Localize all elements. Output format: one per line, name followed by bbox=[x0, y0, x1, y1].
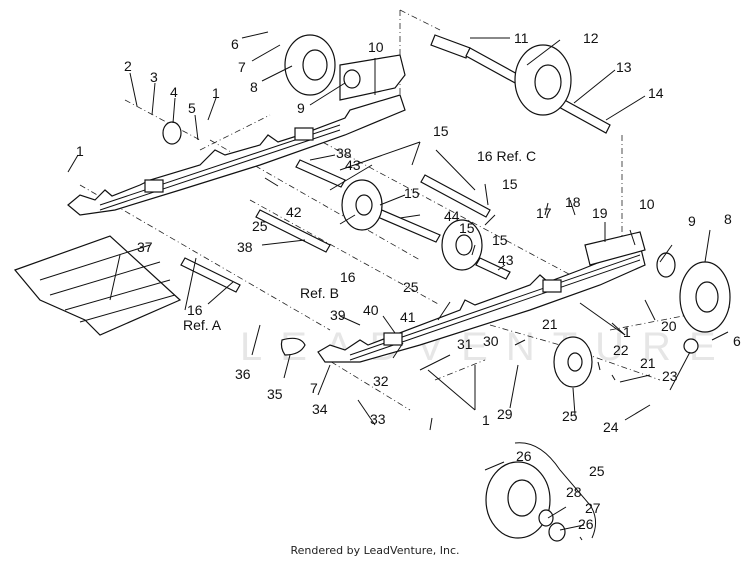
lead-16c bbox=[435, 149, 476, 191]
callout-32: 32 bbox=[373, 373, 389, 389]
centerlines bbox=[79, 9, 731, 411]
callout-5: 5 bbox=[188, 100, 196, 116]
callout-40: 40 bbox=[363, 302, 379, 318]
watermark: LEADVENTURE bbox=[240, 325, 734, 369]
callout-1: 1 bbox=[76, 143, 84, 159]
lead-37 bbox=[109, 254, 121, 301]
callout-22: 22 bbox=[613, 342, 629, 358]
callout-15: 15 bbox=[492, 232, 508, 248]
callout-31: 31 bbox=[457, 336, 473, 352]
callout-21: 21 bbox=[640, 355, 656, 371]
callout-1: 1 bbox=[623, 324, 631, 340]
callout-15: 15 bbox=[459, 220, 475, 236]
callout-38: 38 bbox=[237, 239, 253, 255]
rail-bracket bbox=[584, 231, 646, 266]
callout-10: 10 bbox=[639, 196, 655, 212]
callout-28: 28 bbox=[566, 484, 582, 500]
callout-16-ref-a-label: Ref. A bbox=[183, 317, 222, 333]
callout-15: 15 bbox=[433, 123, 449, 139]
callout-1: 1 bbox=[482, 412, 490, 428]
callout-23: 23 bbox=[662, 368, 678, 384]
callout-41: 41 bbox=[400, 309, 416, 325]
callout-18: 18 bbox=[565, 194, 581, 210]
callout-36: 36 bbox=[235, 366, 251, 382]
callout-33: 33 bbox=[370, 411, 386, 427]
rail-slide-block bbox=[542, 279, 562, 293]
callout-43: 43 bbox=[345, 157, 361, 173]
rail-slide-block bbox=[383, 332, 403, 346]
callout-25: 25 bbox=[403, 279, 419, 295]
callout-17: 17 bbox=[536, 205, 552, 221]
axle-tube bbox=[430, 34, 471, 59]
callout-44: 44 bbox=[444, 208, 460, 224]
callout-12: 12 bbox=[583, 30, 599, 46]
callout-26: 26 bbox=[578, 516, 594, 532]
callout-24: 24 bbox=[603, 419, 619, 435]
callout-30: 30 bbox=[483, 333, 499, 349]
track-section-37 bbox=[13, 235, 182, 336]
rail-bracket bbox=[339, 54, 406, 101]
wheels bbox=[162, 34, 731, 542]
rail-slide-block bbox=[144, 179, 164, 193]
leader-lines bbox=[67, 31, 729, 541]
rail-slide-block bbox=[294, 127, 314, 141]
callout-19: 19 bbox=[592, 205, 608, 221]
callout-8: 8 bbox=[724, 211, 732, 227]
callout-16-ref-b: 16 bbox=[340, 269, 356, 285]
callout-16-ref-c: 16 Ref. C bbox=[477, 148, 536, 164]
callout-38: 38 bbox=[336, 145, 352, 161]
callout-21: 21 bbox=[542, 316, 558, 332]
callout-11: 11 bbox=[514, 30, 529, 46]
washer-7 bbox=[683, 338, 699, 354]
callout-43: 43 bbox=[498, 252, 514, 268]
callout-14: 14 bbox=[648, 85, 664, 101]
callout-15: 15 bbox=[502, 176, 518, 192]
callout-6: 6 bbox=[733, 333, 741, 349]
callout-39: 39 bbox=[330, 307, 346, 323]
callout-3: 3 bbox=[150, 69, 158, 85]
callout-42: 42 bbox=[286, 204, 302, 220]
callouts: 1 1 1 1 2 3 4 5 6 6 7 7 8 8 9 9 10 10 11… bbox=[76, 30, 741, 532]
callout-35: 35 bbox=[267, 386, 283, 402]
ring-27 bbox=[548, 522, 566, 542]
callout-9: 9 bbox=[688, 213, 696, 229]
callout-25: 25 bbox=[252, 218, 268, 234]
idler-4 bbox=[162, 121, 182, 145]
callout-34: 34 bbox=[312, 401, 328, 417]
callout-27: 27 bbox=[585, 500, 601, 516]
callout-25: 25 bbox=[589, 463, 605, 479]
callout-25: 25 bbox=[562, 408, 578, 424]
callout-9: 9 bbox=[297, 100, 305, 116]
left-rail bbox=[67, 54, 406, 216]
spacer-9 bbox=[656, 252, 676, 278]
callout-29: 29 bbox=[497, 406, 513, 422]
callout-6: 6 bbox=[231, 36, 239, 52]
right-rail bbox=[317, 231, 646, 363]
callout-20: 20 bbox=[661, 318, 677, 334]
lead-16a bbox=[184, 257, 197, 311]
callout-13: 13 bbox=[616, 59, 632, 75]
callout-4: 4 bbox=[170, 84, 178, 100]
callout-15: 15 bbox=[404, 185, 420, 201]
callout-1: 1 bbox=[212, 85, 220, 101]
callout-16-ref-b-label: Ref. B bbox=[300, 285, 339, 301]
clip-35 bbox=[280, 337, 306, 356]
callout-7: 7 bbox=[238, 59, 246, 75]
assembly-bracket bbox=[514, 442, 596, 539]
spacer-9-top bbox=[343, 69, 361, 89]
callout-10: 10 bbox=[368, 39, 384, 55]
callout-8: 8 bbox=[250, 79, 258, 95]
callout-2: 2 bbox=[124, 58, 132, 74]
callout-16-ref-a: 16 bbox=[187, 302, 203, 318]
bearing-28 bbox=[538, 509, 554, 527]
callout-26: 26 bbox=[516, 448, 532, 464]
callout-37: 37 bbox=[137, 239, 153, 255]
credit-text: Rendered by LeadVenture, Inc. bbox=[290, 544, 460, 557]
callout-7: 7 bbox=[310, 380, 318, 396]
